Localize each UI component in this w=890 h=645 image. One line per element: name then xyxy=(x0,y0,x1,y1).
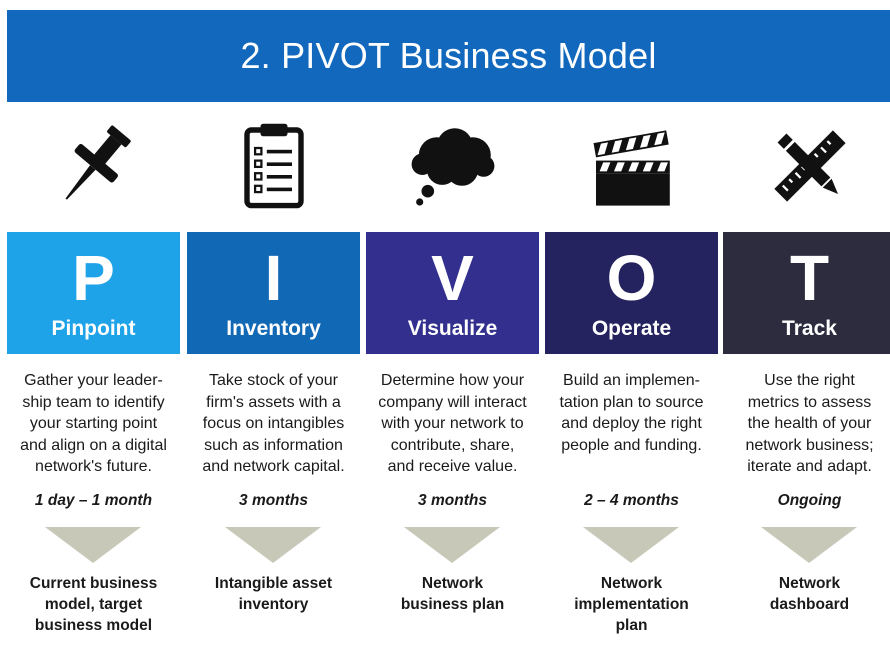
step-letter: P xyxy=(72,242,115,314)
step-duration: 2 – 4 months xyxy=(584,492,679,509)
description-line: focus on intangibles xyxy=(202,415,345,432)
step-output: Network implementation plan xyxy=(545,573,718,636)
step-name: Track xyxy=(782,317,837,340)
step-duration: Ongoing xyxy=(777,492,842,509)
step-duration: 3 months xyxy=(418,492,487,509)
output-line: business plan xyxy=(400,596,505,613)
output-line: inventory xyxy=(238,596,309,613)
description-line: your starting point xyxy=(29,415,158,432)
step-output: Current business model, target business … xyxy=(7,573,180,636)
output-line: Intangible asset xyxy=(214,575,333,592)
description-line: people and funding. xyxy=(561,436,702,454)
description-line: metrics to assess xyxy=(747,393,872,411)
description-line: with your network to xyxy=(381,415,524,432)
description-line: Use the right xyxy=(764,372,855,389)
step-description: Gather your leader- ship team to identif… xyxy=(7,370,180,478)
output-line: business model xyxy=(34,617,153,634)
column-visualize: V Visualize Determine how your company w… xyxy=(366,118,539,645)
step-letter: V xyxy=(431,242,474,314)
column-pinpoint: P Pinpoint Gather your leader- ship team… xyxy=(7,118,180,645)
down-arrow-icon xyxy=(761,527,857,563)
step-output: Network business plan xyxy=(366,573,539,615)
column-operate: O Operate Build an implemen- tation plan… xyxy=(545,118,718,645)
header-banner: 2. PIVOT Business Model xyxy=(7,10,890,102)
description-line: such as information xyxy=(204,436,343,454)
description-line: and network capital. xyxy=(202,458,345,475)
step-letter: O xyxy=(606,242,657,314)
step-block-inventory: I Inventory xyxy=(187,232,360,354)
description-line: iterate and adapt. xyxy=(747,458,872,475)
step-duration: 3 months xyxy=(239,492,308,509)
down-arrow-icon xyxy=(225,527,321,563)
step-name: Operate xyxy=(591,317,672,340)
output-line: dashboard xyxy=(769,596,850,613)
down-arrow-icon xyxy=(404,527,500,563)
step-description: Use the right metrics to assess the heal… xyxy=(723,370,890,478)
output-line: Network xyxy=(778,575,841,592)
step-output: Network dashboard xyxy=(723,573,890,615)
description-line: and align on a digital xyxy=(20,436,167,454)
description-line: tation plan to source xyxy=(559,393,704,411)
step-description: Build an implemen- tation plan to source… xyxy=(545,370,718,456)
output-line: Network xyxy=(421,575,484,592)
pushpin-icon xyxy=(7,118,180,214)
step-output: Intangible asset inventory xyxy=(187,573,360,615)
output-line: implementation xyxy=(574,596,689,613)
description-line: and receive value. xyxy=(387,458,518,475)
description-line: ship team to identify xyxy=(22,393,165,411)
description-line: network's future. xyxy=(35,458,152,475)
thought-cloud-icon xyxy=(366,118,539,214)
output-line: Network xyxy=(600,575,663,592)
description-line: the health of your xyxy=(747,415,872,432)
step-letter: T xyxy=(789,242,830,314)
output-line: plan xyxy=(615,617,648,634)
output-line: Current business xyxy=(29,575,158,592)
page-title: 2. PIVOT Business Model xyxy=(240,35,657,76)
description-line: company will interact xyxy=(378,393,527,411)
step-name: Pinpoint xyxy=(51,317,136,340)
step-block-visualize: V Visualize xyxy=(366,232,539,354)
pivot-columns: P Pinpoint Gather your leader- ship team… xyxy=(7,118,890,645)
down-arrow-icon xyxy=(583,527,679,563)
clapperboard-icon xyxy=(545,118,718,214)
description-line: Build an implemen- xyxy=(563,372,700,389)
step-name: Inventory xyxy=(226,317,321,340)
description-line: network business; xyxy=(745,436,874,454)
step-description: Determine how your company will interact… xyxy=(366,370,539,478)
clipboard-checklist-icon xyxy=(187,118,360,214)
description-line: Take stock of your xyxy=(209,372,338,389)
description-line: firm's assets with a xyxy=(206,393,341,411)
description-line: and deploy the right xyxy=(561,415,702,432)
down-arrow-icon xyxy=(45,527,141,563)
step-description: Take stock of your firm's assets with a … xyxy=(187,370,360,478)
description-line: Determine how your xyxy=(380,372,525,389)
step-block-operate: O Operate xyxy=(545,232,718,354)
step-block-pinpoint: P Pinpoint xyxy=(7,232,180,354)
column-inventory: I Inventory Take stock of your firm's as… xyxy=(187,118,360,645)
column-track: T Track Use the right metrics to assess … xyxy=(723,118,890,645)
output-line: model, target xyxy=(44,596,143,613)
description-line: Gather your leader- xyxy=(24,372,163,389)
description-line: contribute, share, xyxy=(390,436,515,454)
ruler-pencil-icon xyxy=(723,118,890,214)
step-letter: I xyxy=(264,242,283,314)
step-name: Visualize xyxy=(407,317,498,340)
step-duration: 1 day – 1 month xyxy=(34,492,153,509)
step-block-track: T Track xyxy=(723,232,890,354)
